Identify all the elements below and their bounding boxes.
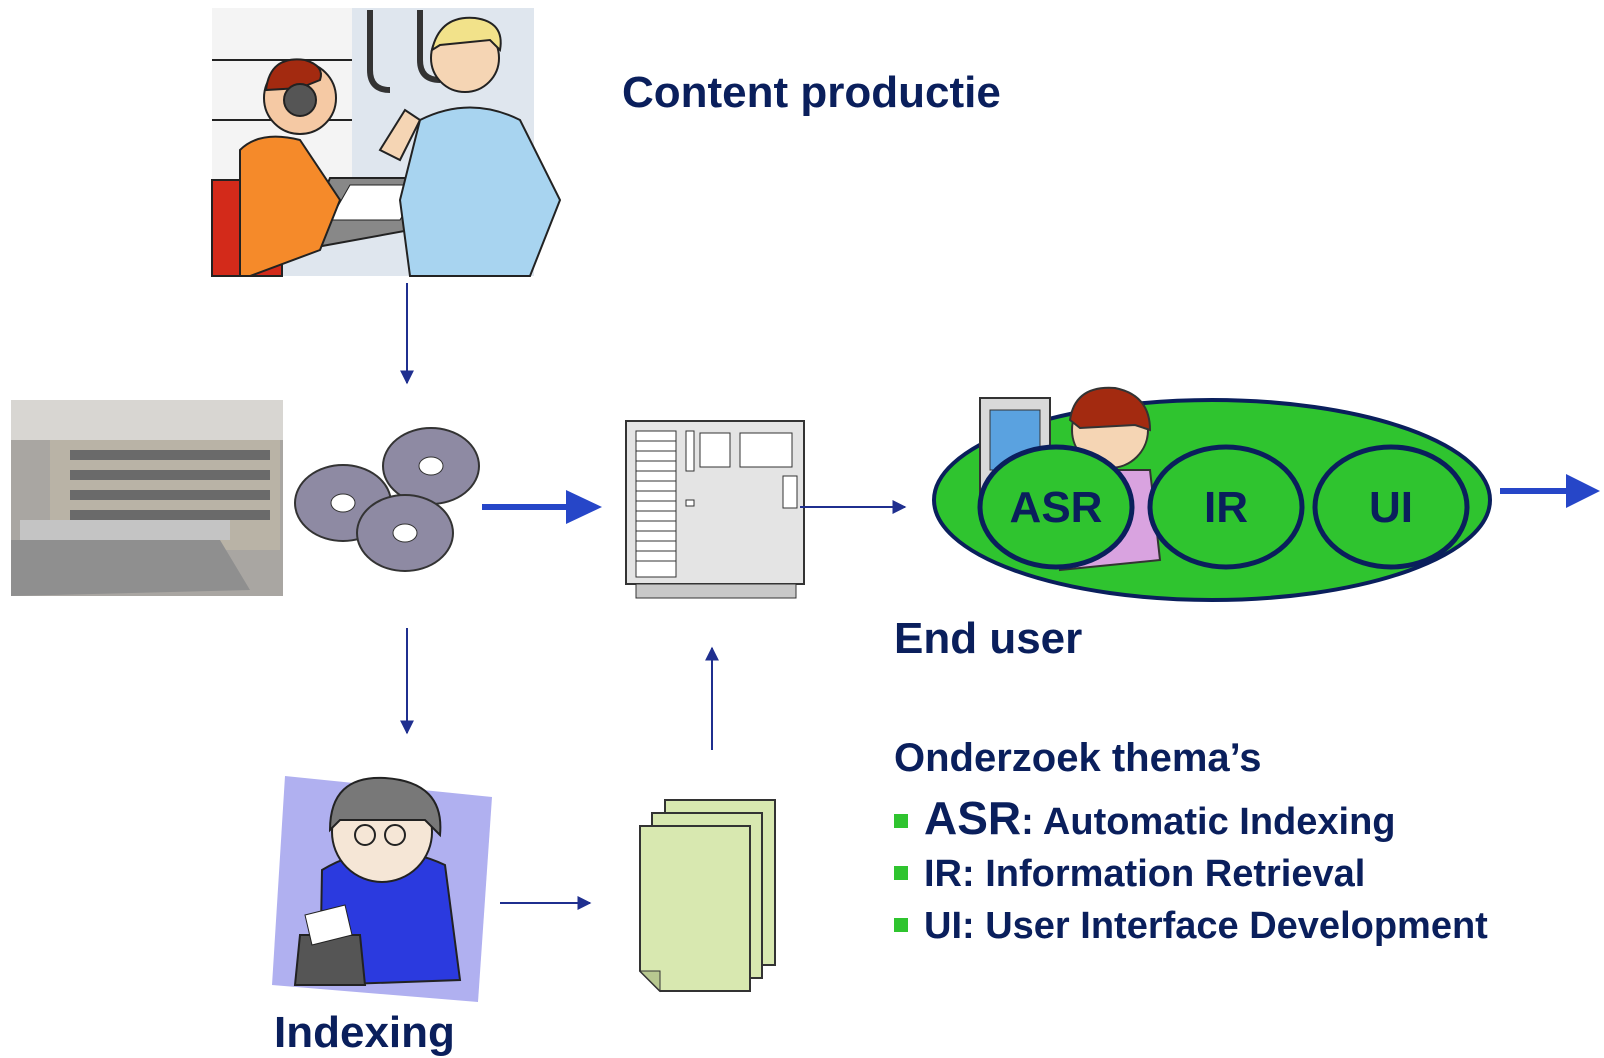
theme-item-ui: UI : User Interface Development [894,900,1488,952]
theme-code: IR [924,853,962,895]
bullet-icon [894,866,908,880]
theme-desc: : Automatic Indexing [1021,801,1396,843]
component-label-ui: UI [1369,483,1413,532]
theme-item-ir: IR : Information Retrieval [894,848,1488,900]
bold-arrow-end-user-out [1500,474,1600,508]
documents-icon [638,799,776,993]
indexing-label: Indexing [274,1008,455,1057]
indexer-illustration [272,776,492,1002]
content-production-illustration [211,8,562,277]
component-label-asr: ASR [1010,483,1103,532]
theme-desc: : User Interface Development [962,905,1488,947]
bullet-icon [894,918,908,932]
discs-icon [294,427,480,572]
component-label-ir: IR [1204,483,1248,532]
theme-code: ASR [924,792,1022,844]
bullet-icon [894,814,908,828]
component-circle-ui: UI [1312,444,1470,570]
research-themes-heading: Onderzoek thema’s [894,736,1262,780]
server-icon [625,420,805,599]
research-themes-list: ASR : Automatic Indexing IR : Informatio… [894,792,1488,952]
bold-arrow-archive-to-server [482,490,602,524]
film-archive-photo [11,400,283,596]
end-user-label: End user [894,614,1083,663]
theme-code: UI [924,905,962,947]
component-circle-ir: IR [1147,444,1305,570]
content-production-title: Content productie [622,68,1001,117]
theme-desc: : Information Retrieval [962,853,1366,895]
theme-item-asr: ASR : Automatic Indexing [894,792,1488,848]
component-circle-asr: ASR [977,444,1135,570]
